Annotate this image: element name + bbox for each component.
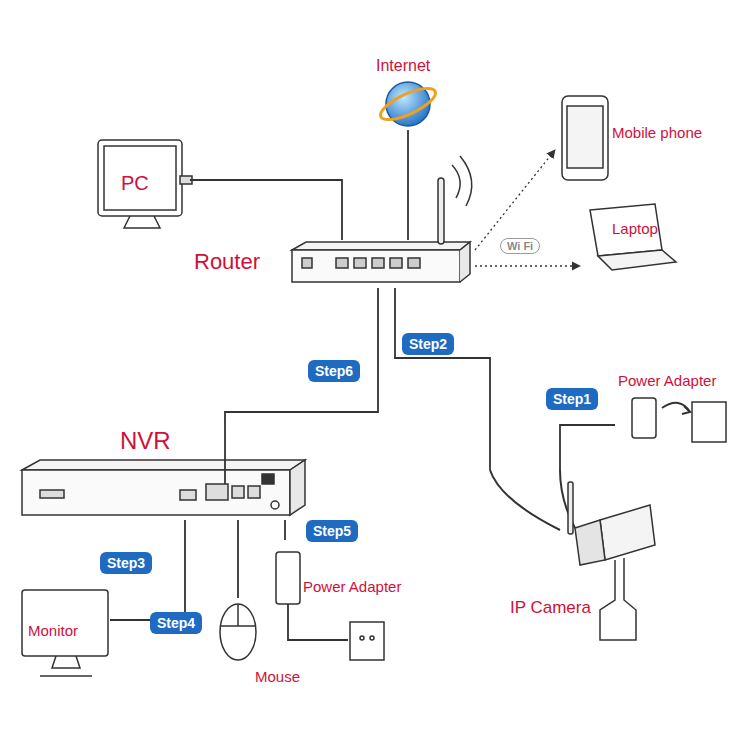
globe-ring xyxy=(377,82,440,125)
cable xyxy=(407,130,409,240)
power-adapter-node: Power Adapter xyxy=(272,540,407,665)
computer-mouse xyxy=(220,604,256,660)
nvr-node: NVR xyxy=(15,425,310,520)
wireless-link xyxy=(475,150,555,250)
power-adapter-node: Power Adapter xyxy=(615,370,745,450)
device-label: Mobile phone xyxy=(612,124,702,141)
device-label: Power Adapter xyxy=(303,578,401,595)
step-badge: Step2 xyxy=(402,333,454,355)
wifi-logo: Wi Fi xyxy=(500,238,540,254)
device-label: NVR xyxy=(120,427,171,455)
device-label: Mouse xyxy=(255,668,300,685)
step-badge: Step6 xyxy=(308,360,360,382)
router-node: Router xyxy=(190,240,475,288)
wireless-link xyxy=(475,265,580,266)
camera-power-adapter xyxy=(632,398,726,442)
device-label: Laptop xyxy=(612,220,658,237)
laptop-node: Laptop xyxy=(580,200,680,278)
mobile-phone xyxy=(562,96,608,180)
internet-node: Internet xyxy=(370,55,450,130)
router-device xyxy=(292,156,472,282)
device-label: Router xyxy=(194,249,260,274)
pc-monitor xyxy=(98,140,192,228)
laptop xyxy=(590,204,676,270)
cable xyxy=(190,180,342,240)
step-badge: Step1 xyxy=(546,388,598,410)
cable xyxy=(560,425,615,470)
step-badge: Step4 xyxy=(150,612,202,634)
monitor-screen xyxy=(22,590,108,676)
device-label: IP Camera xyxy=(510,598,591,618)
phone-node: Mobile phone xyxy=(555,92,715,184)
cable xyxy=(395,288,490,470)
nvr-power-adapter xyxy=(276,552,384,660)
nvr-device xyxy=(22,425,305,515)
step-badge: Step5 xyxy=(306,520,358,542)
device-label: Power Adapter xyxy=(618,372,716,389)
camera-node: IP Camera xyxy=(470,470,655,650)
pc-node: PC xyxy=(95,138,190,233)
device-label: Monitor xyxy=(28,622,78,639)
device-label: Internet xyxy=(376,57,430,75)
step-badge: Step3 xyxy=(100,552,152,574)
device-label: PC xyxy=(121,172,149,195)
monitor-node: Monitor xyxy=(20,588,110,683)
ip-camera xyxy=(490,470,655,640)
cable xyxy=(237,520,239,598)
cable xyxy=(225,288,378,425)
cable xyxy=(284,520,286,540)
mouse-node: Mouse xyxy=(205,598,315,690)
